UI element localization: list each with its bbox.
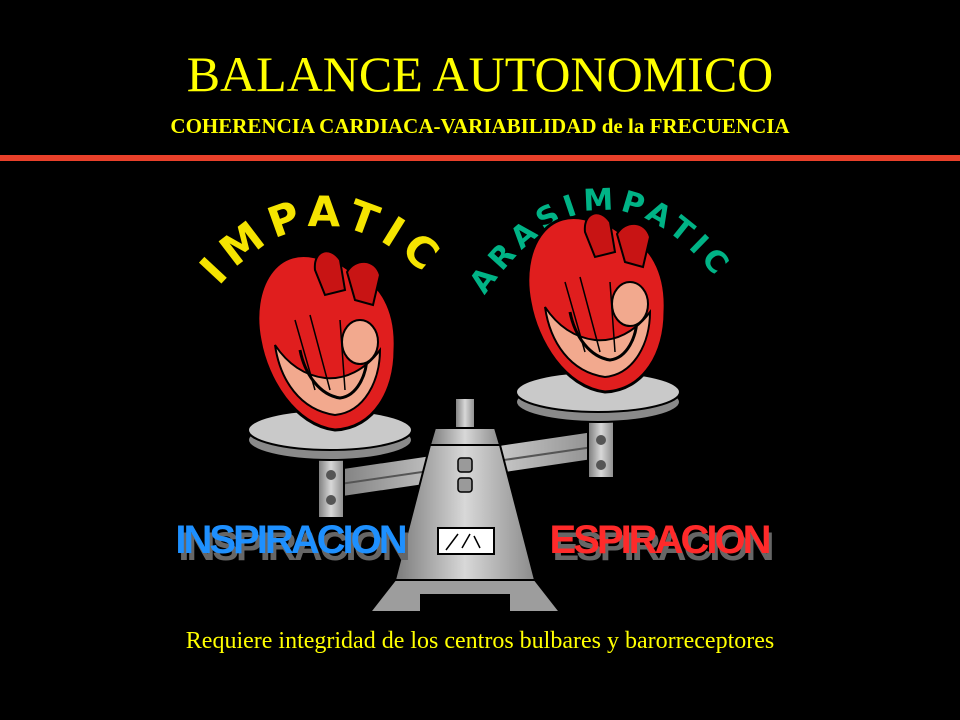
espiracion-shadow: ESPIRACION: [553, 525, 773, 569]
balance-scale-icon: [367, 397, 563, 613]
left-pan-support: [317, 451, 345, 519]
heart-icon: [256, 250, 397, 432]
inspiracion-label: INSPIRACION: [175, 518, 405, 562]
inspiracion-shadow: INSPIRACION: [178, 525, 408, 569]
slide-caption: Requiere integridad de los centros bulba…: [185, 628, 775, 654]
slide-title: BALANCE AUTONOMICO: [186, 46, 774, 102]
espiracion-label: ESPIRACION: [550, 518, 770, 562]
slide-subtitle: COHERENCIA CARDIACA-VARIABILIDAD de la F…: [170, 114, 790, 138]
simpatico-label: SIMPATICO: [0, 0, 454, 293]
title-divider: [0, 155, 960, 161]
right-pan: [515, 371, 681, 423]
heart-icon: [526, 212, 667, 394]
